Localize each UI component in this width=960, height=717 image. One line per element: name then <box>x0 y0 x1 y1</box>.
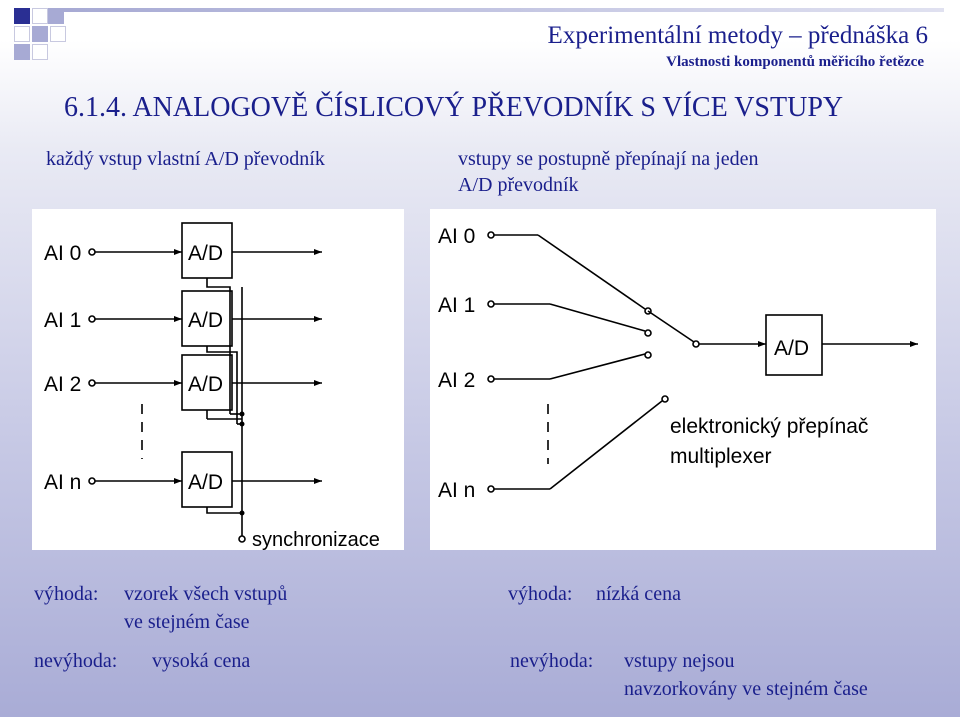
right-input-label: AI n <box>438 479 475 502</box>
diagram-parallel-adc-svg: AI 0 AI 1 AI 2 AI n A/D A/D A/D A/D sync… <box>44 222 380 550</box>
right-input-label: AI 0 <box>438 225 475 248</box>
section-title: 6.1.4. ANALOGOVĚ ČÍSLICOVÝ PŘEVODNÍK S V… <box>64 92 844 123</box>
adc-box-label: A/D <box>188 373 223 396</box>
diagram-multiplexer-svg: AI 0 AI 1 AI 2 AI n A/D elektronický pře… <box>438 225 918 502</box>
adc-box-label: A/D <box>188 242 223 265</box>
adc-box-label: A/D <box>188 309 223 332</box>
left-input-label: AI 0 <box>44 242 81 265</box>
switch-label-line1: elektronický přepínač <box>670 415 868 438</box>
decor-square <box>32 8 48 24</box>
right-advantage-label: výhoda: <box>508 583 573 605</box>
adc-box-label: A/D <box>774 337 809 360</box>
right-advantage-text: nízká cena <box>596 583 681 605</box>
header-rule <box>64 8 944 12</box>
right-disadvantage-line2: navzorkovány ve stejném čase <box>624 678 868 700</box>
decor-square <box>48 8 64 24</box>
left-disadvantage-text: vysoká cena <box>152 650 251 672</box>
right-disadvantage-label: nevýhoda: <box>510 650 594 672</box>
left-heading: každý vstup vlastní A/D převodník <box>46 148 325 170</box>
left-advantage-label: výhoda: <box>34 583 99 605</box>
right-heading-line2: A/D převodník <box>458 174 579 196</box>
diagram-parallel-adc: AI 0 AI 1 AI 2 AI n A/D A/D A/D A/D sync… <box>32 209 404 550</box>
right-input-label: AI 1 <box>438 294 475 317</box>
decor-square <box>14 26 30 42</box>
header-title: Experimentální metody – přednáška 6 <box>547 22 928 49</box>
diagram-multiplexer: AI 0 AI 1 AI 2 AI n A/D elektronický pře… <box>430 209 936 550</box>
right-disadvantage-line1: vstupy nejsou <box>624 650 735 672</box>
left-advantage-line2: ve stejném čase <box>124 611 250 633</box>
right-input-label: AI 2 <box>438 369 475 392</box>
adc-box-label: A/D <box>188 471 223 494</box>
sync-label: synchronizace <box>252 529 380 550</box>
left-input-label: AI 1 <box>44 309 81 332</box>
left-input-label: AI n <box>44 471 81 494</box>
header-subtitle: Vlastnosti komponentů měřicího řetězce <box>666 54 924 70</box>
left-advantage-line1: vzorek všech vstupů <box>124 583 288 605</box>
left-input-label: AI 2 <box>44 373 81 396</box>
decor-square <box>50 26 66 42</box>
right-heading: vstupy se postupně přepínají na jeden A/… <box>458 146 878 198</box>
decor-square <box>14 8 30 24</box>
decor-square <box>32 44 48 60</box>
left-disadvantage-label: nevýhoda: <box>34 650 118 672</box>
switch-label-line2: multiplexer <box>670 445 772 468</box>
right-heading-line1: vstupy se postupně přepínají na jeden <box>458 148 759 170</box>
decor-square <box>32 26 48 42</box>
decor-square <box>14 44 30 60</box>
